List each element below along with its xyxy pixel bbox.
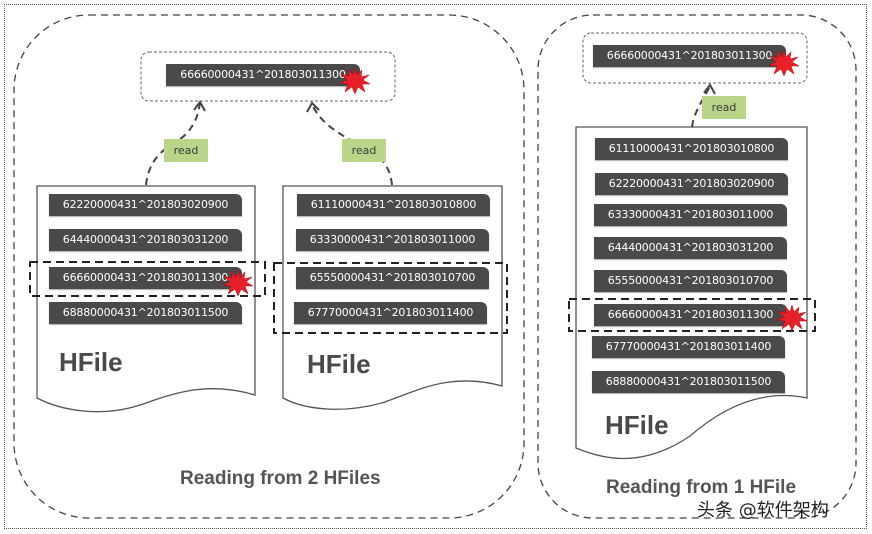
left-caption: Reading from 2 HFiles <box>180 468 381 489</box>
left-result-box <box>140 51 396 102</box>
read-arrow-left-head <box>193 100 206 112</box>
hfile-right-key: 62220000431^201803020900 <box>595 173 788 195</box>
hfile2-key: 63330000431^201803011000 <box>296 229 489 251</box>
read-arrow-right-head <box>703 83 716 95</box>
starburst-icon <box>340 68 370 94</box>
watermark: 头条 @软件架构 <box>697 500 829 521</box>
hfile-right-label: HFile <box>605 410 669 440</box>
hfile2-key: 67770000431^201803011400 <box>294 302 487 324</box>
read-arrow-right <box>691 85 711 128</box>
hfile2-key: 61110000431^201803010800 <box>297 194 490 216</box>
read-arrow-left <box>145 102 201 186</box>
starburst-icon <box>769 50 799 76</box>
hfile-right-key: 68880000431^201803011500 <box>592 371 785 393</box>
right-panel-border <box>537 14 857 519</box>
hfile-right-key: 66660000431^201803011300 <box>594 304 787 326</box>
starburst-icon <box>223 270 253 296</box>
hfile1-key: 68880000431^201803011500 <box>49 302 242 324</box>
hfile-right-key: 67770000431^201803011400 <box>592 336 785 358</box>
highlight-right <box>568 298 816 332</box>
read-label-left: read <box>164 139 208 162</box>
hfile-right-key: 65550000431^201803010700 <box>594 270 787 292</box>
hfile1-key: 62220000431^201803020900 <box>49 194 242 216</box>
hfile-right-key: 63330000431^201803011000 <box>594 204 787 226</box>
hfile1-label: HFile <box>59 347 123 377</box>
hfile1-key: 64440000431^201803031200 <box>49 229 242 251</box>
image-frame <box>4 4 867 529</box>
hfile2-key: 65550000431^201803010700 <box>296 267 489 289</box>
read-arrow-middle-head <box>306 101 320 113</box>
right-result-key: 66660000431^201803011300 <box>593 45 786 67</box>
left-result-key: 66660000431^201803011300 <box>166 64 360 86</box>
highlight-left <box>29 261 266 297</box>
hfile-right-key: 64440000431^201803031200 <box>594 237 787 259</box>
hfile1-key: 66660000431^201803011300 <box>49 267 242 289</box>
starburst-icon <box>777 305 807 331</box>
read-label-right: read <box>702 96 746 119</box>
hfile-right-key: 61110000431^201803010800 <box>595 138 788 160</box>
hfile2-label: HFile <box>307 349 371 379</box>
left-panel-border <box>13 14 525 519</box>
highlight-middle <box>273 262 508 334</box>
read-label-middle: read <box>342 139 386 162</box>
right-result-box <box>582 32 808 84</box>
right-caption: Reading from 1 HFile <box>606 477 797 498</box>
